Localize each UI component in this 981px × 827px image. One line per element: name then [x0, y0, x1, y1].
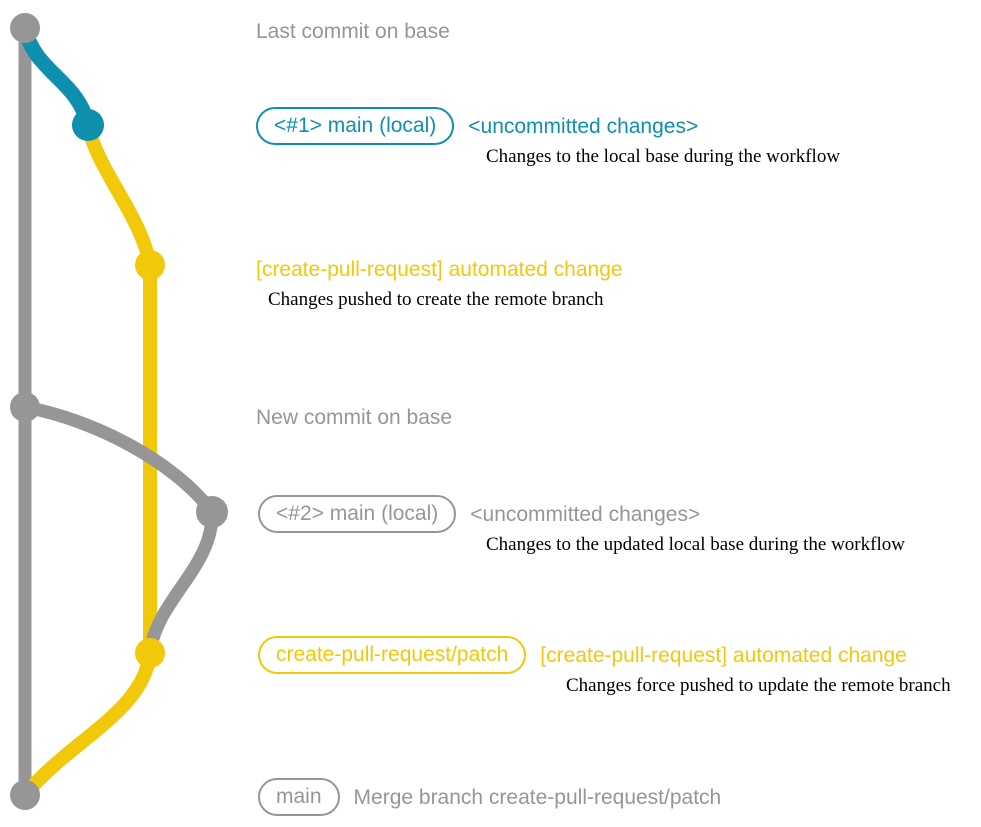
commit-node-last-commit-on-base[interactable]: [10, 13, 40, 43]
branch-pill-main-local-1[interactable]: <#1> main (local): [256, 107, 455, 145]
row-last-commit-on-base: Last commit on base: [256, 12, 450, 50]
label-last-commit-on-base: Last commit on base: [256, 19, 450, 43]
edge-base-to-local-1: [17, 20, 96, 133]
commit-node-local-uncommitted-1[interactable]: [72, 109, 104, 141]
commit-node-local-uncommitted-2[interactable]: [196, 496, 228, 528]
row-local-commit-1: <#1> main (local) <uncommitted changes>: [256, 107, 698, 145]
label-merge-commit-message: Merge branch create-pull-request/patch: [353, 785, 722, 809]
subtext-local-commit-1: Changes to the local base during the wor…: [486, 146, 841, 167]
branch-pill-create-pull-request-patch[interactable]: create-pull-request/patch: [258, 636, 527, 674]
row-merge-commit: main Merge branch create-pull-request/pa…: [258, 778, 721, 816]
label-automated-change-2: [create-pull-request] automated change: [540, 643, 907, 667]
edge-local-1-to-patch-1: [81, 118, 157, 272]
label-uncommitted-changes-1: <uncommitted changes>: [468, 114, 699, 138]
branch-pill-main[interactable]: main: [258, 778, 340, 816]
subtext-automated-change-1: Changes pushed to create the remote bran…: [268, 289, 604, 310]
row-automated-change-2: create-pull-request/patch [create-pull-r…: [258, 636, 907, 674]
subtext-automated-change-2: Changes force pushed to update the remot…: [566, 675, 951, 696]
subtext-local-commit-2: Changes to the updated local base during…: [486, 534, 905, 555]
commit-node-merge-commit[interactable]: [10, 780, 40, 810]
commit-node-automated-change-1[interactable]: [135, 250, 165, 280]
label-uncommitted-changes-2: <uncommitted changes>: [470, 502, 701, 526]
row-automated-change-1: [create-pull-request] automated change: [256, 253, 623, 285]
branch-pill-main-local-2[interactable]: <#2> main (local): [258, 495, 457, 533]
label-automated-change-1: [create-pull-request] automated change: [256, 257, 623, 281]
commit-node-automated-change-2[interactable]: [135, 638, 165, 668]
edge-base-to-local-2: [18, 400, 219, 519]
row-new-commit-on-base: New commit on base: [256, 398, 452, 436]
edge-patch-2-to-merge: [18, 646, 157, 802]
label-new-commit-on-base: New commit on base: [256, 405, 453, 429]
row-local-commit-2: <#2> main (local) <uncommitted changes>: [258, 495, 700, 533]
commit-node-new-commit-on-base[interactable]: [10, 392, 40, 422]
edge-local-2-to-patch-2: [143, 505, 219, 660]
